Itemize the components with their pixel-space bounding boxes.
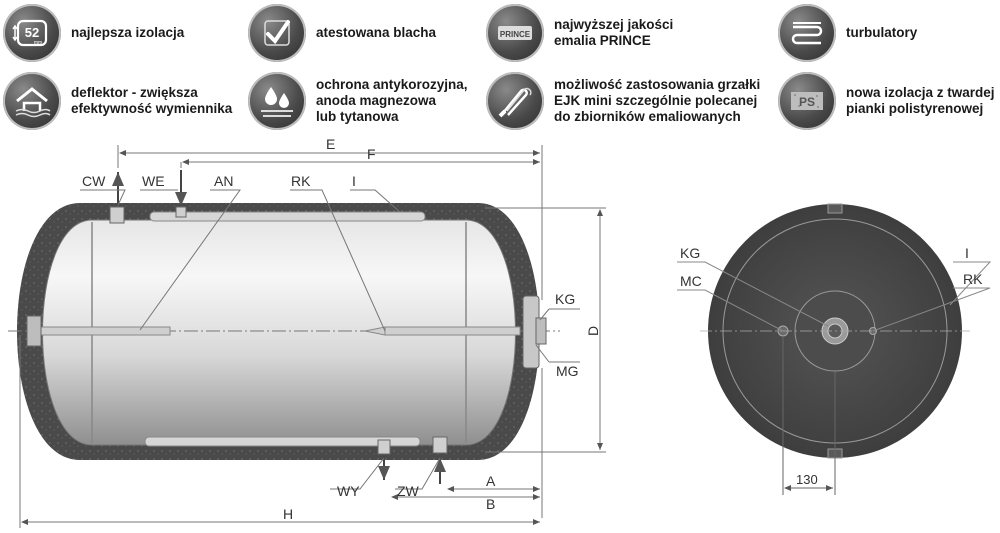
label-zw: ZW: [397, 483, 420, 499]
we-connector: [175, 206, 187, 218]
water-drops-anode-icon: [248, 72, 306, 130]
badge-unit: mm: [34, 40, 42, 46]
zw-connector: [432, 436, 448, 454]
label-we: WE: [142, 173, 165, 189]
feature-text: możliwość zastosowania grzałki EJK mini …: [554, 77, 761, 124]
wy-connector: [377, 439, 391, 455]
end-label-i: I: [965, 245, 969, 261]
feature-prince-enamel: PRINCE najwyższej jakości emalia PRINCE: [486, 4, 673, 62]
cw-connector: [109, 206, 125, 224]
checkmark-icon: [248, 4, 306, 62]
heat-deflector-icon: [3, 72, 61, 130]
dim-e: E: [326, 136, 335, 152]
dim-h: H: [283, 506, 293, 522]
feature-insulation: 52 mm najlepsza izolacja: [3, 4, 184, 62]
feature-text: deflektor - zwiększa efektywność wymienn…: [71, 85, 233, 116]
dim-b: B: [486, 496, 495, 512]
heater-rod: [384, 326, 521, 336]
feature-heater: możliwość zastosowania grzałki EJK mini …: [486, 72, 760, 130]
heater-element-icon: [486, 72, 544, 130]
ps-foam-icon: PS: [778, 72, 836, 130]
feature-text: ochrona antykorozyjna, anoda magnezowa l…: [316, 77, 468, 124]
feature-certified-sheet: atestowana blacha: [248, 4, 436, 62]
badge-value: PS: [799, 95, 815, 109]
end-label-rk: RK: [963, 271, 983, 287]
side-view: CW WE AN RK I KG MG WY ZW E F D A B H: [8, 136, 606, 528]
end-label-mc: MC: [680, 273, 702, 289]
tank-body: [42, 219, 516, 446]
feature-text: turbulatory: [846, 25, 918, 40]
label-wy: WY: [337, 483, 360, 499]
badge-value: PRINCE: [500, 30, 531, 39]
top-channel: [149, 211, 426, 222]
feature-text: atestowana blacha: [316, 25, 437, 40]
dim-f: F: [367, 146, 376, 162]
feature-deflector: deflektor - zwiększa efektywność wymienn…: [3, 72, 232, 130]
end-view: KG MC I RK 130: [677, 203, 992, 495]
label-kg: KG: [555, 291, 575, 307]
feature-ps-foam: PS nowa izolacja z twardej pianki polist…: [778, 72, 995, 130]
end-label-kg: KG: [680, 245, 700, 261]
insulation-52mm-icon: 52 mm: [3, 4, 61, 62]
dim-130: 130: [796, 472, 818, 487]
prince-enamel-icon: PRINCE: [486, 4, 544, 62]
anode-rod: [37, 326, 171, 336]
label-mg: MG: [556, 363, 579, 379]
dim-d: D: [585, 326, 601, 336]
feature-anode: ochrona antykorozyjna, anoda magnezowa l…: [248, 72, 468, 130]
left-flange: [26, 315, 42, 347]
feature-text: nowa izolacja z twardej pianki polistyre…: [846, 85, 995, 116]
label-an: AN: [214, 173, 233, 189]
feature-text: najlepsza izolacja: [71, 25, 185, 40]
badge-value: 52: [25, 25, 39, 40]
bottom-channel: [144, 436, 421, 447]
label-rk: RK: [291, 173, 311, 189]
turbulator-icon: [778, 4, 836, 62]
feature-turbulators: turbulatory: [778, 4, 917, 62]
feature-text: najwyższej jakości emalia PRINCE: [554, 17, 674, 48]
dim-a: A: [486, 473, 496, 489]
label-cw: CW: [82, 173, 106, 189]
label-i: I: [352, 173, 356, 189]
